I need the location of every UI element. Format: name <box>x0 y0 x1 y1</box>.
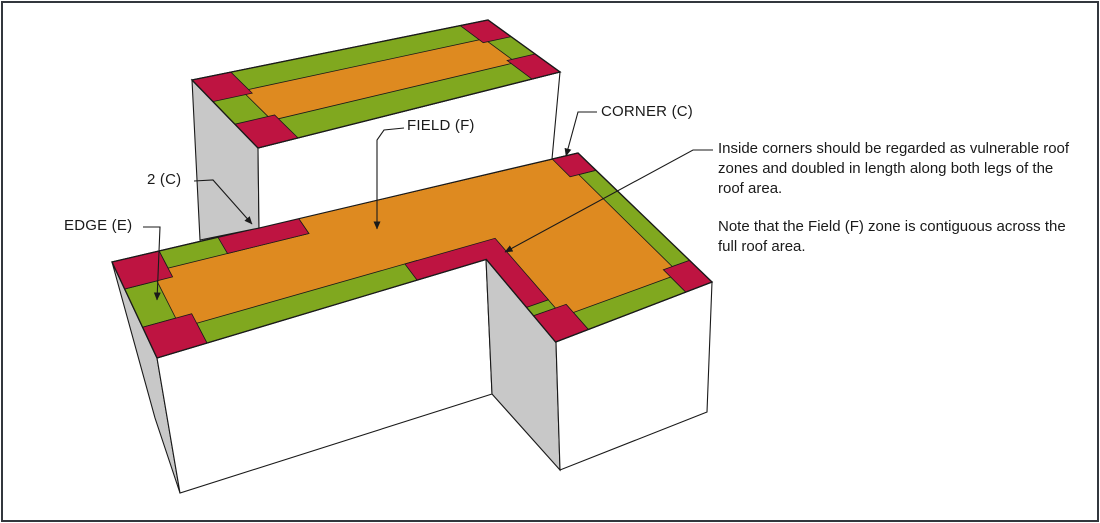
annotation-note-block: Inside corners should be regarded as vul… <box>718 139 1072 257</box>
note-field-contiguous: Note that the Field (F) zone is contiguo… <box>718 218 1066 256</box>
field-zone-label: FIELD (F) <box>407 117 475 134</box>
double-corner-leader-arrow <box>193 179 253 225</box>
lower-roof-outline <box>111 152 714 359</box>
edge-zone-label: EDGE (E) <box>64 217 133 234</box>
edge-leader-arrow <box>143 226 161 301</box>
double-corner-zone-label: 2 (C) <box>147 171 182 188</box>
inside-corner-leader-arrow <box>504 149 713 253</box>
wing-roof-outline <box>190 19 562 149</box>
corner-zone-label: CORNER (C) <box>601 103 693 120</box>
field-leader-arrow <box>373 127 405 230</box>
corner-leader-arrow <box>564 111 597 157</box>
note-inside-corners: Inside corners should be regarded as vul… <box>718 140 1070 197</box>
